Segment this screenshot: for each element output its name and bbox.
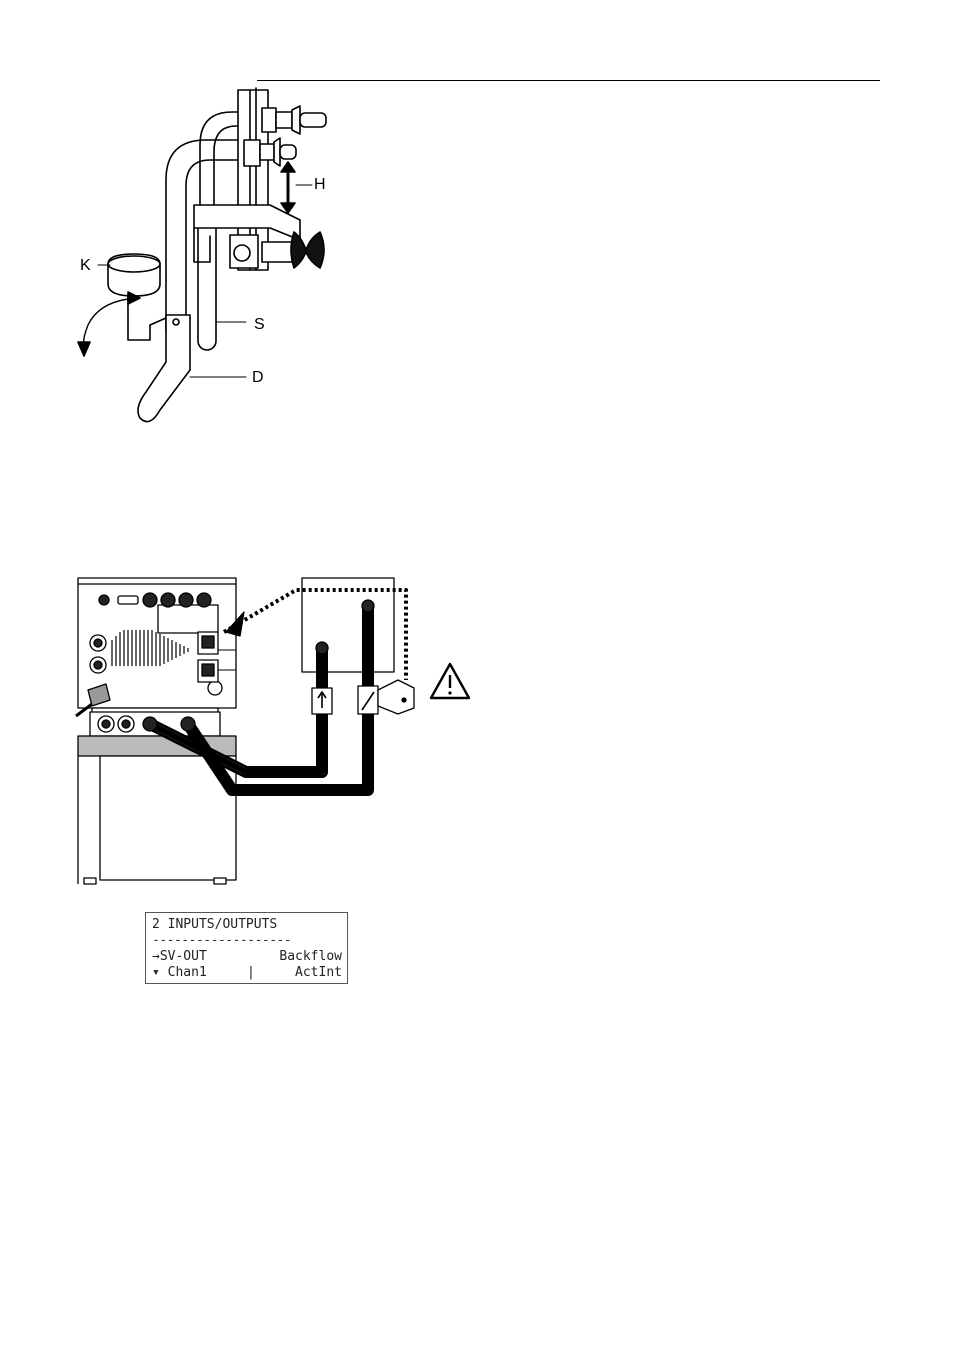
warning-triangle-icon <box>431 664 469 698</box>
lcd-divider: | <box>247 965 255 981</box>
lcd-channel: ▾ Chan1 <box>152 965 207 981</box>
lcd-display: 2 INPUTS/OUTPUTS ------------------- →SV… <box>145 912 348 984</box>
lcd-separator: ------------------- <box>152 933 291 949</box>
lcd-menu-item: →SV-OUT <box>152 949 207 965</box>
solenoid-valve <box>378 680 414 714</box>
figure-hose-connection <box>0 0 954 900</box>
lcd-line-title: 2 INPUTS/OUTPUTS <box>152 917 277 933</box>
lcd-menu-value: Backflow <box>279 949 342 965</box>
consumer-box <box>302 578 394 672</box>
lcd-source: ActInt <box>295 965 342 981</box>
